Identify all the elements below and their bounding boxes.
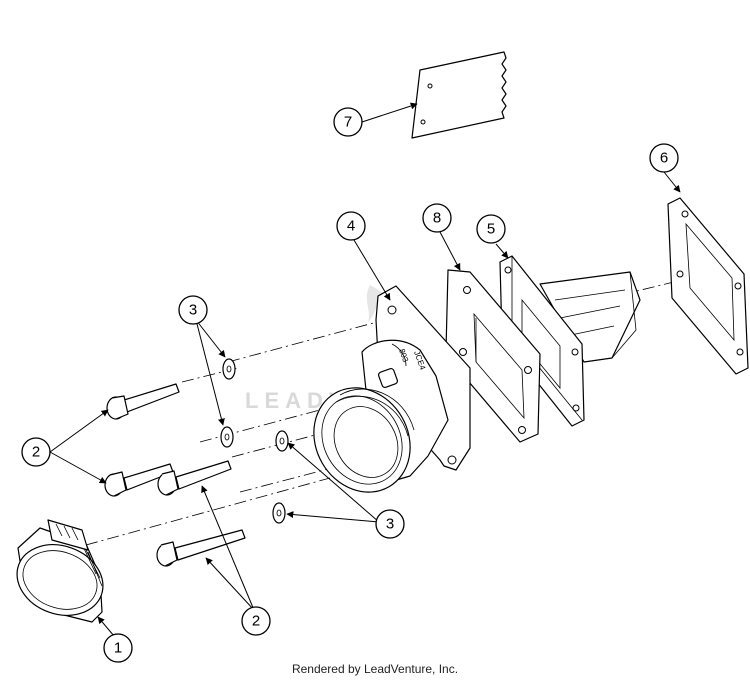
callout-7: 7 (333, 107, 363, 137)
callout-6: 6 (649, 143, 679, 173)
svg-text:7: 7 (344, 114, 352, 131)
washer-parts (220, 358, 289, 524)
svg-text:8: 8 (433, 210, 441, 227)
svg-text:5: 5 (487, 221, 495, 238)
intake-manifold-part: 803 JCE4 (313, 285, 471, 493)
bolt-1 (106, 383, 180, 420)
callout-4: 4 (336, 211, 366, 241)
hose-clamp-part (16, 519, 104, 623)
svg-text:2: 2 (32, 444, 40, 461)
callout-8: 8 (422, 203, 452, 233)
svg-text:6: 6 (660, 150, 668, 167)
svg-text:1: 1 (114, 640, 122, 657)
bolt-3 (157, 460, 232, 496)
manifold-marking-1: 803 (397, 348, 410, 364)
callout-2-bottom: 2 (241, 606, 271, 636)
footer-credit: Rendered by LeadVenture, Inc. (291, 662, 459, 676)
callout-3-bottom: 3 (375, 509, 405, 539)
svg-text:4: 4 (347, 218, 355, 235)
bolt-4 (156, 529, 246, 567)
svg-text:3: 3 (386, 516, 394, 533)
callout-1: 1 (103, 633, 133, 663)
callouts: 1 2 2 3 3 4 5 6 7 8 (21, 107, 679, 663)
reed-block-part (499, 255, 641, 427)
bolt-parts (104, 383, 246, 567)
callout-3-top: 3 (178, 295, 208, 325)
reed-petal-part (411, 51, 507, 139)
svg-text:2: 2 (252, 613, 260, 630)
svg-text:3: 3 (189, 302, 197, 319)
callout-2-left: 2 (21, 437, 51, 467)
leader-lines (49, 102, 681, 637)
bolt-2 (104, 463, 174, 497)
callout-5: 5 (476, 214, 506, 244)
reed-gasket-part (667, 197, 749, 375)
